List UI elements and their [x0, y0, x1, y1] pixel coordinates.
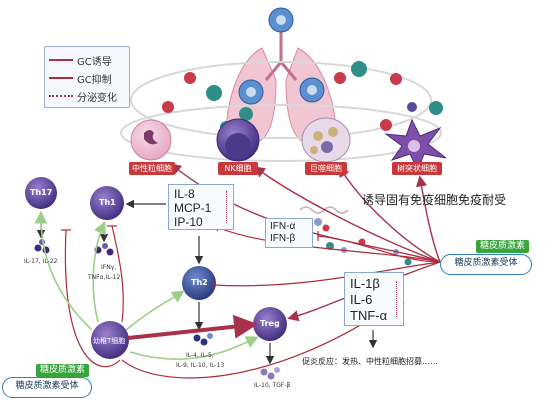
th1-cytokines-line2: TNFα,IL-12 — [88, 274, 121, 281]
treg-label: Treg — [260, 319, 280, 328]
macrophage-label: 巨噬细胞 — [305, 162, 347, 175]
legend-row-secretion: 分泌变化 — [49, 89, 129, 104]
inhibit-bar-icon — [49, 77, 73, 79]
naive-t-cell — [91, 321, 129, 359]
th1-label: Th1 — [99, 198, 116, 207]
chemokine-item: MCP-1 — [174, 201, 212, 215]
ifn-box: IFN-α IFN-β — [265, 218, 313, 248]
chemokine-box: IL-8 MCP-1 IP-10 — [168, 184, 234, 230]
cytokine-item: IL-6 — [350, 292, 373, 307]
secretion-dotted-icon — [226, 191, 227, 223]
gc-label-right: 糖皮质激素 — [476, 240, 530, 253]
green-arrows — [34, 210, 259, 360]
th17-label: Th17 — [30, 188, 53, 197]
th2-cell — [182, 266, 216, 300]
tolerance-text: 诱导固有免疫细胞免疫耐受 — [362, 193, 507, 207]
induce-arrow-icon — [49, 59, 73, 61]
legend-secretion-label: 分泌变化 — [77, 93, 117, 104]
orbit-ring-lower — [120, 104, 442, 162]
inflammation-text: 促炎反应：发热、中性粒细胞招募…… — [302, 357, 438, 366]
cytokine-item: TNF-α — [350, 308, 388, 323]
neutrophil-cell — [130, 119, 172, 161]
gc-label-left: 糖皮质激素 — [36, 364, 90, 377]
th1-cytokines-line1: IFNγ, — [101, 264, 117, 271]
neutrophil-label: 中性粒细胞 — [129, 162, 175, 175]
th17-cell — [25, 177, 57, 209]
gc-receptor-left: 糖皮质激素受体 — [2, 377, 92, 398]
treg-cell — [253, 307, 287, 341]
th2-label: Th2 — [191, 278, 208, 287]
legend-inhibit-label: GC抑制 — [77, 75, 112, 86]
dendritic-label: 树突状细胞 — [392, 162, 442, 175]
legend: GC诱导 GC抑制 分泌变化 — [44, 46, 130, 108]
cytokine-particles — [162, 61, 443, 133]
legend-row-inhibit: GC抑制 — [49, 71, 129, 86]
macrophage-cell — [301, 117, 351, 163]
gc-receptor-right: 糖皮质激素受体 — [440, 254, 532, 275]
cytokine-item: IL-1β — [350, 276, 380, 291]
orbit-ring-upper — [130, 61, 432, 139]
th2-cytokines-line2: IL-9, IL-10, IL-13 — [176, 362, 225, 369]
th1-cell — [90, 186, 124, 220]
secretion-dotted-icon — [49, 95, 73, 97]
nk-cell — [216, 118, 260, 162]
legend-row-induce: GC诱导 — [49, 53, 129, 68]
nk-label: NK细胞 — [218, 162, 258, 175]
chemokine-item: IP-10 — [174, 215, 203, 229]
cytokine-box: IL-1β IL-6 TNF-α — [344, 272, 404, 326]
naive-t-label: 幼稚T细胞 — [93, 337, 126, 345]
secretion-dotted-icon — [396, 281, 397, 317]
treg-cytokines: IL-10, TGF-β — [254, 382, 291, 389]
ifn-item: IFN-α — [270, 221, 296, 232]
th17-cytokines: IL-17, IL-22 — [24, 258, 58, 265]
chemokine-item: IL-8 — [174, 187, 195, 201]
th2-cytokines-line1: IL-4, IL-5, — [186, 352, 214, 359]
legend-induce-label: GC诱导 — [77, 57, 112, 68]
ifn-item: IFN-β — [270, 233, 296, 244]
